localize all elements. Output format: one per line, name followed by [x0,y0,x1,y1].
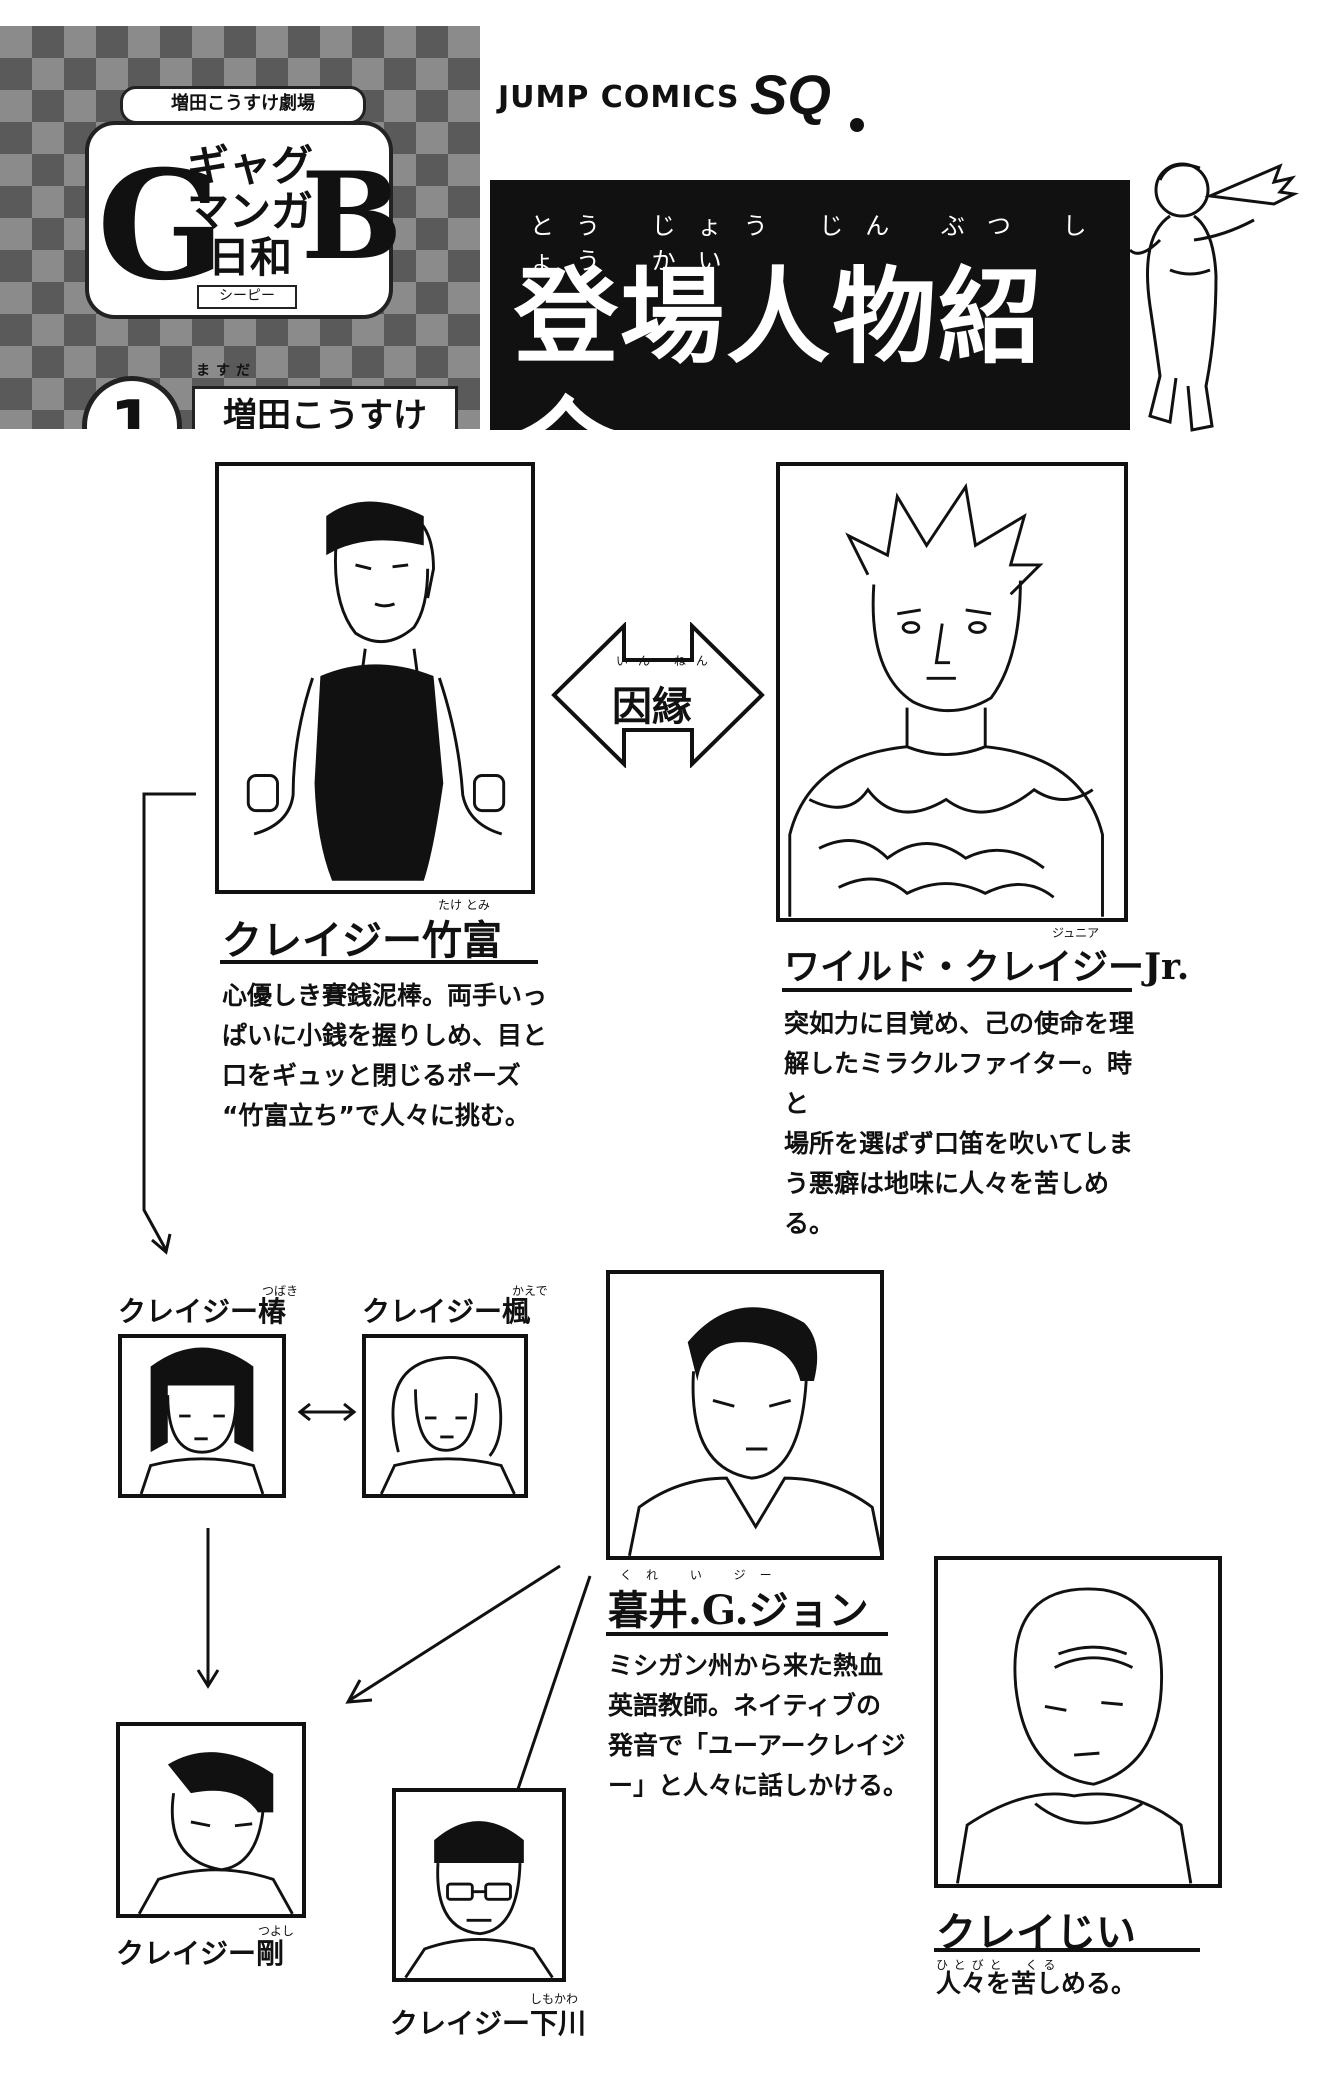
name-taketomi: クレイジー竹富 [222,917,502,964]
portrait-tsuyoshi [116,1722,306,1918]
kaede-ruby: かえで [512,1284,548,1298]
portrait-tsubaki [118,1334,286,1498]
desc-wild-jr: 突如力に目覚め、己の使命を理 解したミラクルファイター。時と 場所を選ばず口笛を… [784,1004,1144,1244]
kaede-drawing [379,1356,516,1494]
john-ruby: くれ い ジー [620,1568,786,1582]
shimokawa-ruby: しもかわ [530,1992,579,2006]
wild-jr-ruby: ジュニア [1052,926,1100,940]
cover-title: ギャグマンガ日和 [186,141,313,282]
portrait-taketomi [215,462,535,894]
wild-jr-drawing [788,482,1104,917]
cover-logo: G B ギャグマンガ日和 シーピー [85,121,402,319]
cover-reading: シーピー [197,285,297,309]
desc-line: 突如力に目覚め、己の使命を理 [784,1009,1135,1038]
name-kaede: クレイジー楓 [362,1295,531,1328]
cover-series-label: 増田こうすけ劇場 [120,86,366,124]
desc-line: “竹富立ち”で人々に挑む。 [222,1101,530,1130]
desc-line: 英語教師。ネイティブの [608,1691,882,1720]
desc-line: 解したミラクルファイター。時と [784,1049,1133,1118]
tsuyoshi-drawing [137,1752,294,1914]
tsubaki-drawing [139,1347,265,1494]
volume-number: 1 [82,376,182,429]
cover-thumbnail: 増田こうすけ劇場 G B ギャグマンガ日和 シーピー 1 ますだ 増田こうすけ [0,26,480,429]
title-block: とう じょう じん ぶつ しょう かい 登場人物紹介 [490,180,1130,508]
desc-line: 場所を選ばず口笛を吹いてしま [784,1129,1134,1158]
shimokawa-drawing [404,1821,554,1978]
arrow-down-icon [196,1528,220,1689]
desc-line: う悪癖は地味に人々を苦しめる。 [784,1169,1110,1238]
desc-john: ミシガン州から来た熱血 英語教師。ネイティブの 発音で「ユーアークレイジ ー」と… [608,1646,908,1806]
desc-jii: 人々を苦しめる。 [936,1964,1196,2004]
name-tsubaki: クレイジー椿 [118,1295,287,1328]
portrait-john [606,1270,884,1560]
author-ruby: ますだ [196,363,256,379]
jii-ruby: ひとびと くる [936,1958,1062,1972]
portrait-shimokawa [392,1788,566,1982]
author-name: 増田こうすけ [192,386,458,429]
sibling-arrow-icon [297,1402,357,1422]
taketomi-drawing [246,501,506,881]
john-drawing [627,1307,880,1556]
imprint-dot [850,118,864,132]
relation-ruby: いん ねん [616,654,718,668]
name-tsuyoshi: クレイジー剛 [116,1937,285,1970]
portrait-kaede [362,1334,528,1498]
page-title: 登場人物紹介 [514,255,1045,508]
desc-line: ミシガン州から来た熱血 [608,1651,884,1680]
name-wild-jr: ワイルド・クレイジーJr. [784,946,1190,988]
desc-line: ぱいに小銭を握りしめ、目と [222,1021,548,1050]
relation-label: 因縁 [612,684,692,730]
desc-taketomi: 心優しき賽銭泥棒。両手いっ ぱいに小銭を握りしめ、目と 口をギュッと閉じるポーズ… [222,976,552,1136]
lineage-connector [142,792,196,1255]
desc-line: 人々を苦しめる。 [936,1969,1137,1998]
portrait-wild-jr [776,462,1128,922]
john-rule [606,1632,888,1636]
desc-line: 発音で「ユーアークレイジ [608,1731,906,1760]
imprint-label: JUMP COMICS [498,80,740,115]
desc-line: 心優しき賽銭泥棒。両手いっ [222,981,548,1010]
cherub-illustration [1130,162,1299,432]
desc-line: ー」と人々に話しかける。 [608,1771,909,1800]
imprint-sq: SQ [750,63,831,126]
jii-rule [934,1948,1200,1952]
portrait-jii [934,1556,1222,1888]
cover-letter-g: G [97,138,226,314]
taketomi-ruby: たけ とみ [438,898,490,912]
double-arrow-icon [551,622,765,768]
name-john: 暮井.G.ジョン [608,1587,869,1634]
wild-jr-rule [782,988,1132,992]
tsuyoshi-ruby: つよし [258,1924,295,1938]
tsubaki-ruby: つばき [262,1284,299,1298]
taketomi-rule [220,960,538,964]
desc-line: 口をギュッと閉じるポーズ [222,1061,521,1090]
jii-drawing [956,1587,1193,1884]
cover-letter-b: B [301,146,403,287]
title-ruby: とう じょう じん ぶつ しょう かい [530,212,1109,275]
name-shimokawa: クレイジー下川 [390,2007,587,2040]
